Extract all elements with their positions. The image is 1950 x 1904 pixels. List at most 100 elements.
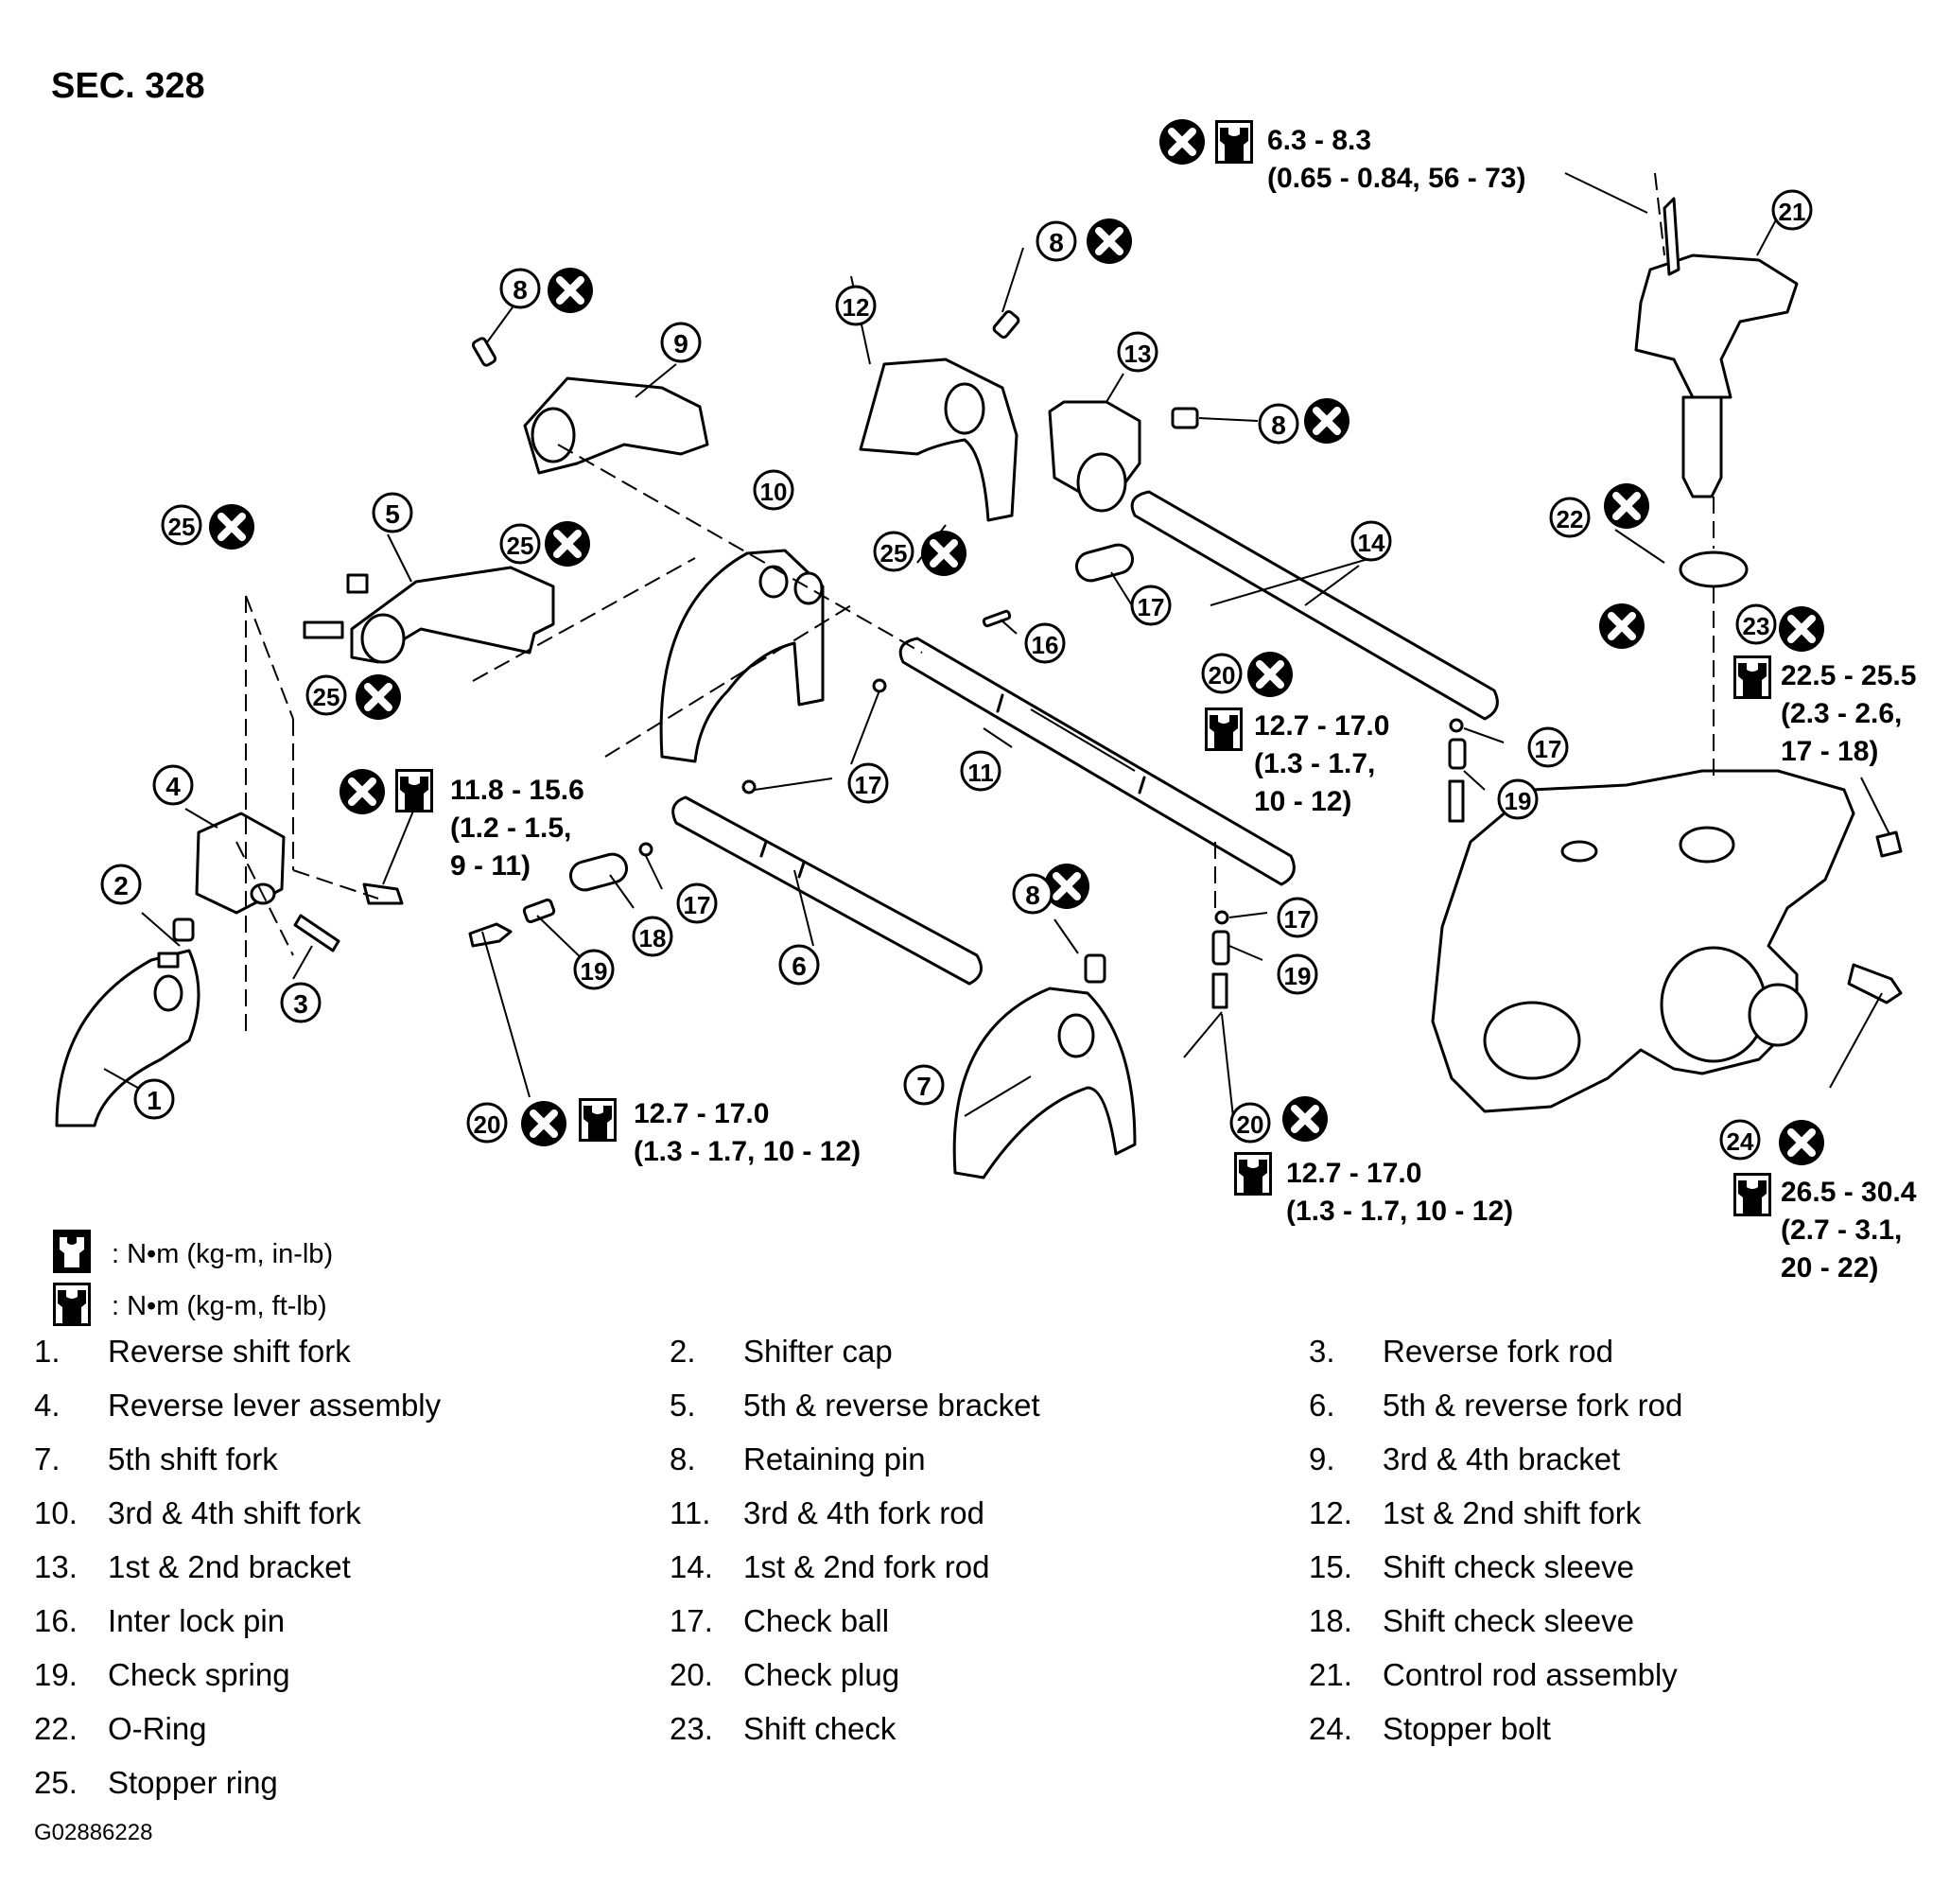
part-item: 20.Check plug (670, 1657, 899, 1693)
part-name: 5th & reverse fork rod (1383, 1388, 1683, 1423)
svg-text:3: 3 (293, 989, 308, 1019)
part-item: 9.3rd & 4th bracket (1309, 1441, 1620, 1477)
part-name: Stopper ring (108, 1765, 278, 1800)
check-ball (638, 678, 1464, 925)
leader-lines (103, 172, 1890, 1127)
part-number: 20. (670, 1657, 713, 1692)
reverse-lever-assembly (195, 812, 286, 915)
svg-text:17: 17 (684, 891, 711, 919)
part-number: 23. (670, 1711, 713, 1746)
svg-text:26.5 - 30.4: 26.5 - 30.4 (1781, 1177, 1917, 1208)
callout-20a: 20 (1201, 653, 1243, 694)
callout-17d: 17 (1527, 726, 1569, 768)
part-number: 13. (34, 1549, 78, 1584)
legend: : N•m (kg-m, in-lb) : N•m (kg-m, ft-lb) (53, 1230, 333, 1326)
part-item: 23.Shift check (670, 1711, 896, 1747)
svg-text:19: 19 (1505, 787, 1532, 815)
callout-24: 24 (1719, 1119, 1761, 1161)
part-number: 10. (34, 1495, 78, 1530)
part-name: Check spring (108, 1657, 290, 1692)
part-name: 3rd & 4th shift fork (108, 1495, 361, 1530)
part-item: 17.Check ball (670, 1603, 889, 1639)
part-number: 5. (670, 1388, 696, 1423)
part-number: 25. (34, 1765, 78, 1800)
parts-row: 10. 3rd & 4th shift fork 11.3rd & 4th fork… (34, 1495, 1925, 1549)
third-fourth-shift-fork (659, 549, 825, 763)
part-name: Control rod assembly (1383, 1657, 1678, 1692)
callout-22: 22 (1549, 497, 1591, 538)
part-item: 3.Reverse fork rod (1309, 1334, 1613, 1370)
svg-text:20: 20 (1209, 661, 1236, 690)
torque-ft-lb-icon (53, 1283, 91, 1326)
svg-text:23: 23 (1743, 612, 1770, 640)
parts-row: 25. Stopper ring (34, 1765, 1925, 1819)
part-name: Reverse shift fork (108, 1334, 351, 1369)
callout-5: 5 (372, 492, 413, 533)
shifter-cap (172, 917, 195, 942)
part-item: 6.5th & reverse fork rod (1309, 1388, 1682, 1424)
part-name: Reverse lever assembly (108, 1388, 442, 1423)
part-item: 11.3rd & 4th fork rod (670, 1495, 984, 1531)
part-item: 1. Reverse shift fork (34, 1334, 351, 1370)
part-number: 4. (34, 1388, 61, 1423)
svg-text:17: 17 (1138, 593, 1165, 621)
callout-8b: 8 (499, 268, 541, 309)
part-item: 24.Stopper bolt (1309, 1711, 1551, 1747)
callout-25a: 25 (161, 504, 202, 546)
callout-25b: 25 (499, 523, 541, 565)
svg-text:11: 11 (967, 759, 994, 787)
shift-check-sleeve-15 (1075, 543, 1134, 583)
part-number: 22. (34, 1711, 78, 1746)
part-item: 7.5th shift fork (34, 1441, 278, 1477)
part-name: 3rd & 4th fork rod (743, 1495, 984, 1530)
svg-text:25: 25 (168, 513, 196, 541)
parts-row: 22.O-Ring 23.Shift check 24.Stopper bolt (34, 1711, 1925, 1765)
part-name: Shifter cap (743, 1334, 893, 1369)
part-item: 4. Reverse lever assembly (34, 1388, 441, 1424)
svg-text:20: 20 (1237, 1110, 1264, 1139)
svg-text:8: 8 (1025, 881, 1040, 910)
part-item: 14.1st & 2nd fork rod (670, 1549, 989, 1585)
svg-text:24: 24 (1727, 1127, 1754, 1156)
callout-18: 18 (632, 916, 673, 957)
part-number: 17. (670, 1603, 713, 1638)
callout-20b: 20 (466, 1102, 508, 1144)
part-name: Shift check sleeve (1383, 1549, 1634, 1584)
part-item: 25. Stopper ring (34, 1765, 278, 1801)
part-item: 22.O-Ring (34, 1711, 207, 1747)
svg-text:12: 12 (843, 293, 870, 322)
first-second-fork-rod (1130, 490, 1499, 721)
part-name: Stopper bolt (1383, 1711, 1551, 1746)
svg-text:(1.2 - 1.5,: (1.2 - 1.5, (450, 812, 571, 844)
callout-11: 11 (960, 750, 1001, 792)
svg-text:17: 17 (855, 771, 882, 799)
part-number: 8. (670, 1441, 696, 1476)
part-item: 10. 3rd & 4th shift fork (34, 1495, 361, 1531)
callout-14: 14 (1350, 520, 1392, 562)
fifth-reverse-bracket (303, 566, 555, 664)
callout-3: 3 (280, 982, 322, 1023)
svg-text:10: 10 (760, 478, 788, 506)
callout-4: 4 (152, 764, 194, 806)
control-rod-assembly (1634, 197, 1799, 498)
shift-check-sleeve (569, 852, 628, 892)
svg-text:12.7 - 17.0: 12.7 - 17.0 (634, 1098, 769, 1129)
svg-text:6.3 - 8.3: 6.3 - 8.3 (1267, 125, 1371, 156)
svg-text:: N•m (kg-m, in-lb): : N•m (kg-m, in-lb) (112, 1239, 333, 1269)
svg-text:(1.3 - 1.7, 10 - 12): (1.3 - 1.7, 10 - 12) (634, 1136, 861, 1167)
callout-10: 10 (753, 469, 794, 511)
part-item: 21.Control rod assembly (1309, 1657, 1678, 1693)
callout-19a: 19 (573, 949, 615, 990)
part-number: 1. (34, 1334, 61, 1369)
callout-20c: 20 (1229, 1102, 1271, 1144)
callout-19c: 19 (1277, 953, 1318, 995)
svg-text:10 - 12): 10 - 12) (1254, 786, 1351, 817)
svg-text:7: 7 (916, 1072, 931, 1101)
part-name: 3rd & 4th bracket (1383, 1441, 1621, 1476)
svg-text:2: 2 (113, 871, 129, 900)
svg-text:12.7 - 17.0: 12.7 - 17.0 (1286, 1158, 1421, 1189)
svg-text:(1.3 - 1.7,: (1.3 - 1.7, (1254, 748, 1375, 779)
part-item: 19.Check spring (34, 1657, 290, 1693)
